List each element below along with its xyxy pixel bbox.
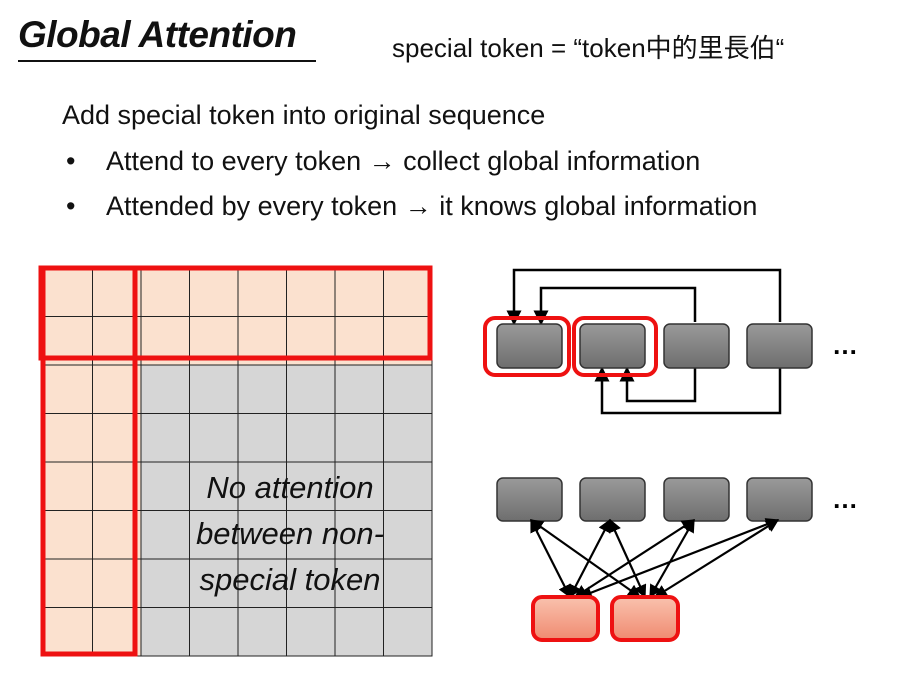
special-token-highlight: [483, 316, 571, 377]
matrix-cell: [140, 510, 190, 560]
matrix-cell: [383, 510, 433, 560]
matrix-cell-special: [237, 267, 287, 317]
bullet-dot-icon: •: [66, 146, 76, 176]
matrix-cell-special: [43, 558, 93, 608]
bidirectional-arrow: [653, 519, 780, 598]
bullet-list: • Attend to every token → collect global …: [66, 144, 757, 234]
token-box: [579, 323, 646, 369]
bottom-attention-diagram: …: [496, 477, 858, 642]
arrow-token4-to-special1: [506, 268, 782, 326]
token-box: [746, 323, 813, 369]
matrix-cell-special: [140, 267, 190, 317]
matrix-cell: [383, 607, 433, 657]
matrix-cell: [237, 364, 287, 414]
special-token-box: [531, 595, 600, 642]
arrow-token3-to-special1: [533, 286, 697, 326]
matrix-cell: [383, 413, 433, 463]
matrix-cell: [189, 510, 239, 560]
bidirectional-arrow: [529, 519, 642, 598]
matrix-cell: [286, 510, 336, 560]
token-box: [579, 477, 646, 522]
matrix-cell: [140, 607, 190, 657]
bidirectional-arrow: [530, 518, 571, 599]
matrix-cell-special: [43, 510, 93, 560]
matrix-cell: [189, 558, 239, 608]
special-token-highlight: [572, 316, 658, 377]
matrix-cell: [286, 364, 336, 414]
token-box: [663, 323, 730, 369]
token-box: [496, 477, 563, 522]
matrix-cell-special: [383, 267, 433, 317]
ellipsis-text: …: [832, 484, 858, 514]
special-token-box: [610, 595, 680, 642]
matrix-cell: [140, 461, 190, 511]
matrix-cell: [237, 607, 287, 657]
no-attention-annotation: No attention between non- special token: [180, 465, 400, 603]
matrix-cell: [383, 558, 433, 608]
intro-text: Add special token into original sequence: [62, 100, 546, 130]
bidirectional-arrow: [608, 518, 647, 599]
arrow-token4-to-special2: [594, 366, 782, 415]
annotation-line: between non-: [196, 516, 384, 551]
matrix-cell: [140, 364, 190, 414]
bullet-dot-icon: •: [66, 191, 76, 221]
bullet-text: Attended by every token → it knows globa…: [106, 191, 758, 221]
token-box: [663, 477, 730, 522]
matrix-cell: [334, 413, 384, 463]
matrix-cell-special: [43, 607, 93, 657]
arrow-token3-to-special2: [619, 366, 697, 403]
matrix-cell: [140, 413, 190, 463]
matrix-cell: [237, 413, 287, 463]
matrix-cell-special: [43, 461, 93, 511]
matrix-cell-special: [43, 413, 93, 463]
matrix-cell: [237, 510, 287, 560]
matrix-cell-special: [43, 364, 93, 414]
matrix-cell: [237, 558, 287, 608]
matrix-cell: [334, 607, 384, 657]
slide-title: Global Attention: [18, 14, 297, 55]
matrix-cell: [334, 364, 384, 414]
matrix-cell: [286, 461, 336, 511]
matrix-cell: [189, 461, 239, 511]
matrix-cell-special: [43, 267, 93, 317]
title-underline: [18, 60, 316, 62]
matrix-cell: [334, 510, 384, 560]
bullet-item: • Attended by every token → it knows glob…: [66, 189, 757, 234]
token-box: [496, 323, 563, 369]
matrix-cell: [383, 364, 433, 414]
matrix-cell: [334, 558, 384, 608]
ellipsis-text: …: [832, 330, 858, 360]
bullet-item: • Attend to every token → collect global …: [66, 144, 757, 189]
bullet-text: Attend to every token → collect global i…: [106, 146, 701, 176]
annotation-line: No attention: [206, 470, 374, 505]
top-attention-diagram: …: [483, 268, 858, 415]
special-token-note: special token = “token中的里長伯“: [392, 33, 785, 63]
matrix-cell: [286, 413, 336, 463]
special-columns-highlight: [40, 265, 138, 657]
matrix-cell: [189, 413, 239, 463]
annotation-line: special token: [199, 562, 381, 597]
token-box: [746, 477, 813, 522]
matrix-cell: [286, 607, 336, 657]
matrix-cell: [189, 364, 239, 414]
matrix-cell: [140, 558, 190, 608]
matrix-cell: [383, 461, 433, 511]
matrix-cell-special: [286, 267, 336, 317]
bidirectional-arrow: [578, 518, 780, 599]
matrix-cell: [189, 607, 239, 657]
bidirectional-arrow: [569, 518, 611, 599]
matrix-cell-special: [334, 267, 384, 317]
matrix-cell-special: [189, 267, 239, 317]
